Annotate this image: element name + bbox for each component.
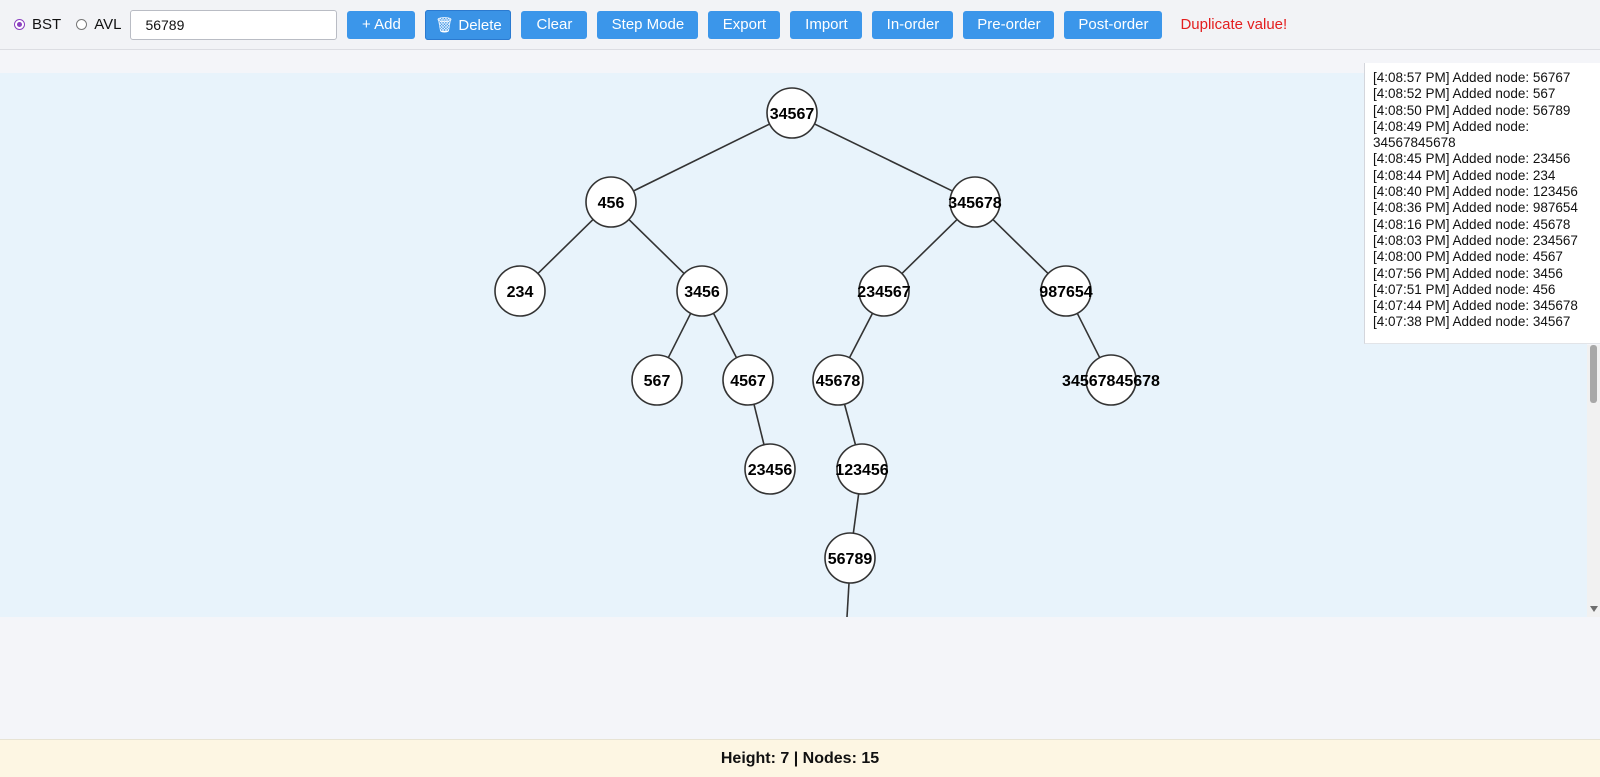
tree-node-label: 34567845678 xyxy=(1062,373,1160,390)
step-mode-button[interactable]: Step Mode xyxy=(597,10,699,39)
tree-node[interactable]: 23456 xyxy=(744,443,796,495)
tree-node[interactable]: 456 xyxy=(585,176,637,228)
tree-node-label: 4567 xyxy=(730,373,766,390)
tree-node-circle[interactable] xyxy=(494,265,546,317)
tree-node[interactable]: 3456 xyxy=(676,265,728,317)
import-button[interactable]: Import xyxy=(790,10,863,39)
tree-node[interactable]: 56789 xyxy=(824,532,876,584)
tree-node-circle[interactable] xyxy=(1040,265,1092,317)
avl-label: AVL xyxy=(94,16,122,33)
log-entry: [4:08:16 PM] Added node: 45678 xyxy=(1373,216,1571,232)
tree-edge xyxy=(852,493,860,534)
tree-node[interactable]: 234 xyxy=(494,265,546,317)
tree-node[interactable]: 4567 xyxy=(722,354,774,406)
avl-radio[interactable] xyxy=(76,19,88,30)
tree-diagram: 34567 456 345678 234 3456 234567 987654 567 4567… xyxy=(494,87,1160,617)
delete-button[interactable]: 🗑 Delete xyxy=(425,9,512,40)
tree-node-circle[interactable] xyxy=(744,443,796,495)
tree-node-circle[interactable] xyxy=(824,532,876,584)
log-entry: [4:08:50 PM] Added node: 56789 xyxy=(1373,102,1571,118)
tree-node-circle[interactable] xyxy=(676,265,728,317)
tree-edge xyxy=(712,312,738,359)
log-entry: [4:07:51 PM] Added node: 456 xyxy=(1373,281,1556,297)
clear-button[interactable]: Clear xyxy=(521,10,588,39)
tree-edge xyxy=(537,218,594,275)
tree-node-label: 56789 xyxy=(828,551,873,568)
log-entry: [4:08:57 PM] Added node: 56767 xyxy=(1373,70,1571,85)
tree-edge xyxy=(667,312,692,359)
tree-node[interactable]: 234567 xyxy=(857,265,911,317)
tree-node-label: 987654 xyxy=(1039,284,1092,301)
bst-label: BST xyxy=(32,16,62,33)
tree-node-circle[interactable] xyxy=(949,176,1001,228)
tree-node-label: 567 xyxy=(644,373,671,390)
tree-node-label: 345678 xyxy=(948,195,1001,212)
tree-node-label: 234567 xyxy=(857,284,910,301)
tree-canvas[interactable]: 34567 456 345678 234 3456 234567 987654 567 4567… xyxy=(0,73,1587,617)
tree-node[interactable]: 45678 xyxy=(812,354,864,406)
post-order-button[interactable]: Post-order xyxy=(1064,10,1163,39)
tree-edge xyxy=(628,218,685,275)
log-entry: [4:08:00 PM] Added node: 4567 xyxy=(1373,249,1563,265)
tree-edge xyxy=(814,123,953,192)
log-entry: [4:08:52 PM] Added node: 567 xyxy=(1373,86,1556,102)
error-message: Duplicate value! xyxy=(1180,16,1288,33)
tree-edge xyxy=(753,404,765,445)
bst-radio[interactable] xyxy=(14,19,25,30)
log-entry: [4:08:40 PM] Added node: 123456 xyxy=(1373,184,1578,200)
tree-node[interactable]: 987654 xyxy=(1039,265,1093,317)
tree-node-circle[interactable] xyxy=(858,265,910,317)
tree-node-circle[interactable] xyxy=(836,443,888,495)
add-button[interactable]: + Add xyxy=(347,10,416,39)
tree-edge xyxy=(992,218,1049,275)
tree-node-circle[interactable] xyxy=(585,176,637,228)
mode-avl-option[interactable]: AVL xyxy=(76,16,121,33)
tree-edge xyxy=(633,123,770,192)
log-entry: [4:07:44 PM] Added node: 345678 xyxy=(1373,298,1578,314)
tree-node-label: 234 xyxy=(507,284,534,301)
tree-node-label: 23456 xyxy=(748,462,793,479)
tree-edge xyxy=(901,218,958,275)
tree-edge xyxy=(843,403,857,446)
pre-order-button[interactable]: Pre-order xyxy=(963,10,1055,39)
tree-node-circle[interactable] xyxy=(722,354,774,406)
tree-stats: Height: 7 | Nodes: 15 xyxy=(720,749,880,767)
tree-node[interactable]: 123456 xyxy=(835,443,889,495)
toolbar: BST AVL + Add 🗑 Delete Clear Step Mode E… xyxy=(0,0,1600,50)
tree-node-label: 45678 xyxy=(816,373,861,390)
scrollbar[interactable] xyxy=(1587,345,1600,617)
operation-log: [4:08:57 PM] Added node: 56767[4:08:52 P… xyxy=(1364,63,1600,344)
log-entry: [4:08:45 PM] Added node: 23456 xyxy=(1373,151,1571,167)
tree-node-label: 456 xyxy=(598,195,625,212)
tree-node[interactable]: 34567 xyxy=(766,87,818,139)
tree-node-circle[interactable] xyxy=(812,354,864,406)
log-entry: [4:07:38 PM] Added node: 34567 xyxy=(1373,314,1571,330)
tree-node-circle[interactable] xyxy=(1085,354,1137,406)
log-entry: [4:07:56 PM] Added node: 3456 xyxy=(1373,265,1563,281)
in-order-button[interactable]: In-order xyxy=(872,10,954,39)
tree-node-label: 3456 xyxy=(684,284,720,301)
tree-node-label: 34567 xyxy=(770,106,815,123)
log-entry: [4:08:49 PM] Added node: 34567845678 xyxy=(1373,118,1530,151)
tree-node[interactable]: 567 xyxy=(631,354,683,406)
scrollbar-thumb[interactable] xyxy=(1590,345,1597,403)
tree-node[interactable]: 34567845678 xyxy=(1062,354,1160,406)
tree-edge xyxy=(1076,312,1101,359)
mode-bst-option[interactable]: BST xyxy=(14,16,61,33)
export-button[interactable]: Export xyxy=(708,10,781,39)
log-entry: [4:08:44 PM] Added node: 234 xyxy=(1373,167,1556,183)
value-input[interactable] xyxy=(130,9,338,40)
tree-node[interactable]: 345678 xyxy=(948,176,1002,228)
tree-node-circle[interactable] xyxy=(631,354,683,406)
scroll-down-arrow-icon[interactable] xyxy=(1590,606,1598,612)
tree-edge xyxy=(848,312,874,359)
log-entry: [4:08:03 PM] Added node: 234567 xyxy=(1373,232,1578,248)
tree-node-circle[interactable] xyxy=(766,87,818,139)
tree-edge xyxy=(846,582,850,617)
tree-node-label: 123456 xyxy=(835,462,888,479)
log-entry: [4:08:36 PM] Added node: 987654 xyxy=(1373,200,1578,216)
status-bar: Height: 7 | Nodes: 15 xyxy=(0,739,1600,777)
